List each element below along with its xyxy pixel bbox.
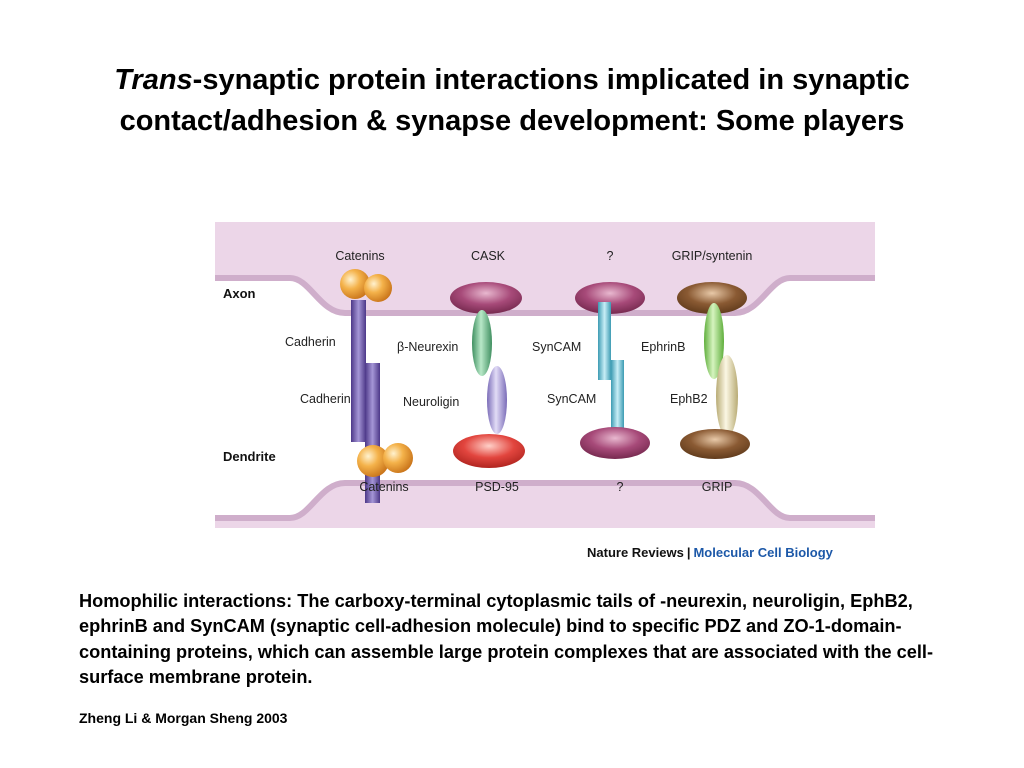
title-italic-part: Trans bbox=[114, 64, 193, 96]
axon-label: Axon bbox=[223, 286, 256, 301]
label-ephrinb: EphrinB bbox=[641, 340, 685, 354]
catenin-bottom-1 bbox=[357, 445, 389, 477]
dendrite-label: Dendrite bbox=[223, 449, 276, 464]
synapse-diagram: Axon Dendrite Catenins CASK ? GRIP/synte… bbox=[215, 218, 875, 570]
slide-title: Trans-synaptic protein interactions impl… bbox=[60, 60, 964, 142]
label-cask: CASK bbox=[471, 249, 506, 263]
axon-membrane bbox=[215, 222, 875, 313]
catenin-bottom-2 bbox=[383, 443, 413, 473]
credit-section: Molecular Cell Biology bbox=[693, 545, 833, 560]
label-grip-syntenin: GRIP/syntenin bbox=[672, 249, 753, 263]
credit-separator: | bbox=[687, 545, 691, 560]
citation: Zheng Li & Morgan Sheng 2003 bbox=[79, 710, 288, 726]
figure-caption: Homophilic interactions: The carboxy-ter… bbox=[79, 591, 934, 688]
label-syncam-top: SynCAM bbox=[532, 340, 581, 354]
grip-protein bbox=[680, 429, 750, 459]
label-neuroligin: Neuroligin bbox=[403, 395, 459, 409]
label-psd95: PSD-95 bbox=[475, 480, 519, 494]
cadherin-axonal bbox=[351, 300, 366, 442]
axon-membrane-edge bbox=[215, 275, 875, 316]
label-ephb2: EphB2 bbox=[670, 392, 708, 406]
syncam-dendritic bbox=[611, 360, 624, 438]
ephrinb-protein bbox=[704, 303, 724, 379]
label-catenins-bottom: Catenins bbox=[359, 480, 408, 494]
ephb2-protein bbox=[716, 355, 738, 437]
label-unknown-top: ? bbox=[607, 249, 614, 263]
neuroligin-protein bbox=[487, 366, 507, 434]
beta-neurexin-protein bbox=[472, 310, 492, 376]
cask-protein bbox=[450, 282, 522, 314]
catenin-top-1 bbox=[340, 269, 370, 299]
label-unknown-bottom: ? bbox=[617, 480, 624, 494]
label-catenins-top: Catenins bbox=[335, 249, 384, 263]
dendrite-membrane-edge bbox=[215, 480, 875, 521]
label-beta-neurexin: β-Neurexin bbox=[397, 340, 458, 354]
psd95-protein bbox=[453, 434, 525, 468]
label-syncam-bottom: SynCAM bbox=[547, 392, 596, 406]
unknown-scaffold-bottom bbox=[580, 427, 650, 459]
figure-credit: Nature Reviews|Molecular Cell Biology bbox=[587, 545, 834, 560]
syncam-axonal bbox=[598, 302, 611, 380]
grip-syntenin-protein bbox=[677, 282, 747, 314]
label-cadherin-top: Cadherin bbox=[285, 335, 336, 349]
label-cadherin-bottom: Cadherin bbox=[300, 392, 351, 406]
catenin-top-2 bbox=[364, 274, 392, 302]
credit-journal: Nature Reviews bbox=[587, 545, 684, 560]
title-rest: -synaptic protein interactions implicate… bbox=[119, 64, 910, 138]
label-grip: GRIP bbox=[702, 480, 733, 494]
synapse-diagram-svg: Axon Dendrite Catenins CASK ? GRIP/synte… bbox=[215, 222, 875, 560]
unknown-scaffold-top bbox=[575, 282, 645, 314]
